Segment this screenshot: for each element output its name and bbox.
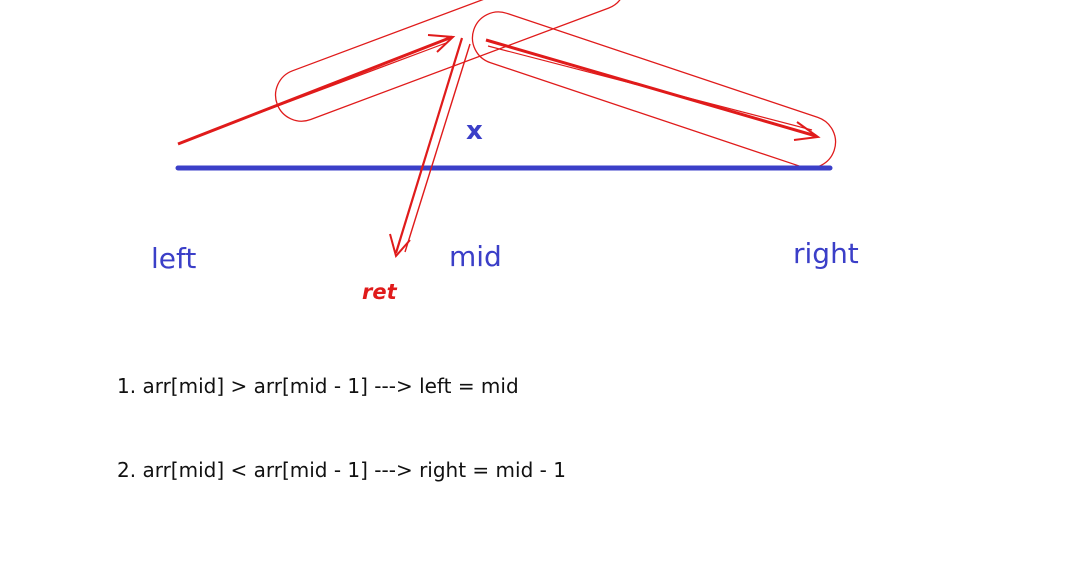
- descending-arrow: [485, 38, 821, 141]
- left-segment-enclosure: [274, 0, 627, 122]
- right-segment-enclosure: [471, 11, 837, 169]
- rule-1-text: 1. arr[mid] > arr[mid - 1] ---> left = m…: [117, 374, 519, 398]
- return-arrow: [389, 37, 471, 259]
- right-label: right: [793, 237, 859, 270]
- ascending-arrow: [177, 34, 456, 146]
- mid-label: mid: [449, 240, 502, 273]
- rule-2-text: 2. arr[mid] < arr[mid - 1] ---> right = …: [117, 458, 566, 482]
- ret-label: ret: [362, 280, 397, 304]
- peak-x-marker: x: [466, 116, 483, 146]
- left-label: left: [151, 242, 197, 275]
